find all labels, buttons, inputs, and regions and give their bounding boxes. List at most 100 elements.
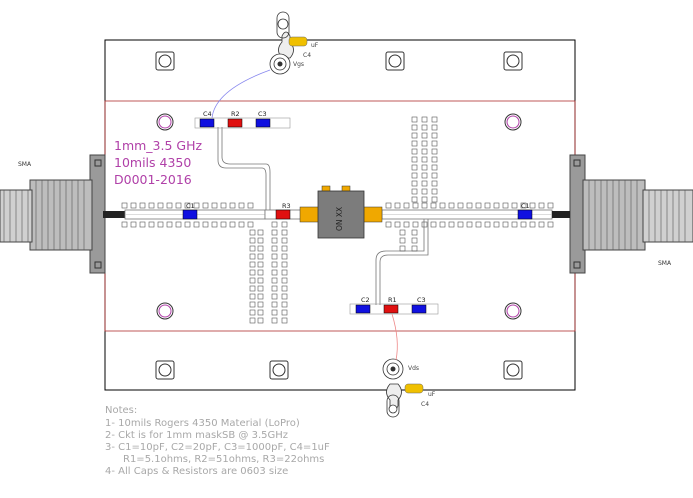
notes-line-4: R1=5.1ohms, R2=51ohms, R3=22ohms [123, 454, 325, 465]
via-pad [502, 202, 509, 209]
via-pad [421, 180, 428, 187]
label-c3-drain: C3 [417, 296, 426, 304]
capacitor-c3-drain [411, 304, 427, 314]
via-pad [421, 202, 428, 209]
via-pad [271, 317, 278, 324]
label-r3: R3 [282, 202, 291, 210]
via-pad [529, 221, 536, 228]
via-pad [249, 261, 256, 268]
via-pad [257, 245, 264, 252]
via-pad [281, 261, 288, 268]
via-pad [411, 229, 418, 236]
mounting-hole [155, 51, 175, 71]
gate-cap-value: uF [311, 42, 319, 49]
via-pad [281, 269, 288, 276]
via-pad [484, 202, 491, 209]
via-pad [403, 221, 410, 228]
label-c2-drain: C2 [361, 296, 370, 304]
via-pad [249, 301, 256, 308]
via-pad [257, 277, 264, 284]
via-pad [431, 148, 438, 155]
via-pad [121, 202, 128, 209]
via-pad [249, 293, 256, 300]
via-pad [411, 180, 418, 187]
via-pad [271, 237, 278, 244]
via-pad [421, 140, 428, 147]
via-pad [249, 309, 256, 316]
gate-cap-label: C4 [303, 52, 312, 59]
via-pad [385, 202, 392, 209]
via-pad [421, 196, 428, 203]
via-pad [175, 202, 182, 209]
via-pad [257, 269, 264, 276]
sma-connector-left [0, 154, 106, 274]
via-pad [431, 124, 438, 131]
via-pad [421, 164, 428, 171]
label-r2: R2 [231, 110, 240, 118]
via-pad [184, 202, 191, 209]
via-pad [493, 221, 500, 228]
electrolytic-c4-drain [404, 383, 424, 394]
via-pad [202, 202, 209, 209]
via-pad [439, 221, 446, 228]
via-pad [184, 221, 191, 228]
notes-line-5: 4- All Caps & Resistors are 0603 size [105, 466, 289, 477]
via-pad [271, 301, 278, 308]
capacitor-c1-output [517, 209, 533, 220]
via-pad [399, 237, 406, 244]
notes-line-2: 2- Ckt is for 1mm maskSB @ 3.5GHz [105, 430, 288, 441]
via-pad [175, 221, 182, 228]
via-pad [271, 245, 278, 252]
via-pad [139, 221, 146, 228]
via-pad [148, 202, 155, 209]
via-pad [229, 202, 236, 209]
via-pad [247, 202, 254, 209]
via-pad [271, 261, 278, 268]
via-pad [281, 253, 288, 260]
via-pad [394, 221, 401, 228]
via-pad [271, 293, 278, 300]
via-pad [421, 221, 428, 228]
via-pad [202, 221, 209, 228]
via-pad [475, 221, 482, 228]
via-pad [249, 317, 256, 324]
resistor-r2 [227, 118, 243, 128]
via-pad [249, 229, 256, 236]
via-pad [249, 245, 256, 252]
drain-cap-value: uF [428, 391, 436, 398]
notes-line-3: 3- C1=10pF, C2=20pF, C3=1000pF, C4=1uF [105, 442, 330, 453]
via-pad [193, 221, 200, 228]
sma-label-left: SMA [18, 161, 32, 168]
plated-hole [504, 302, 522, 320]
via-pad [281, 229, 288, 236]
via-pad [431, 132, 438, 139]
via-pad [249, 277, 256, 284]
via-pad [547, 202, 554, 209]
gate-bias-wire [211, 69, 271, 119]
drain-supply-terminal [382, 358, 424, 418]
via-pad [538, 202, 545, 209]
via-pad [439, 202, 446, 209]
via-pad [193, 202, 200, 209]
via-pad [385, 221, 392, 228]
label-c1-input: C1 [186, 202, 195, 210]
via-pad [466, 221, 473, 228]
via-pad [403, 202, 410, 209]
via-pad [502, 221, 509, 228]
via-pad [511, 202, 518, 209]
via-pad [399, 245, 406, 252]
via-pad [421, 188, 428, 195]
notes-heading: Notes: [105, 405, 138, 416]
via-pad [271, 221, 278, 228]
via-pad [281, 277, 288, 284]
via-pad [421, 148, 428, 155]
plated-hole [156, 113, 174, 131]
plated-hole [156, 302, 174, 320]
via-pad [421, 156, 428, 163]
via-pad [412, 221, 419, 228]
sma-label-right: SMA [658, 260, 672, 267]
via-pad [493, 202, 500, 209]
via-pad [430, 221, 437, 228]
via-pad [166, 221, 173, 228]
